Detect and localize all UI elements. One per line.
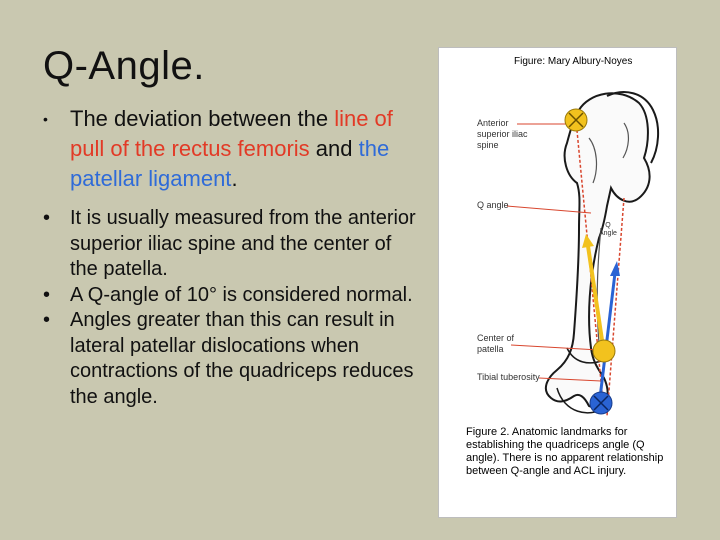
bullet-dot: • — [43, 207, 51, 229]
bullet-dot: • — [43, 111, 48, 127]
bullet-dot: • — [43, 309, 51, 331]
tibial-marker-cross — [593, 395, 609, 411]
bullet-text: A Q-angle of 10° is considered normal. — [70, 283, 413, 306]
center-label-line-1: Center of — [477, 333, 515, 343]
yellow-arrowhead — [582, 234, 594, 248]
bullet-text: It is usually measured from the anterior… — [70, 207, 416, 280]
patellar-ligament-text: the patellar ligament — [70, 136, 390, 191]
bullet-normal: • A Q-angle of 10° is considered normal. — [43, 283, 423, 309]
asis-marker-cross — [568, 112, 584, 128]
asis-label-line-1: Anterior — [477, 118, 509, 128]
center-leader-line — [510, 344, 600, 351]
figure-credit: Figure: Mary Albury-Noyes — [514, 56, 633, 67]
q-angle-small-label: Q Angle — [599, 222, 617, 238]
figure-caption: Figure 2. Anatomic landmarks for establi… — [466, 426, 664, 477]
bullet-dot: • — [43, 283, 51, 306]
q-angle-label: Q angle — [477, 200, 509, 210]
bullet-list: • The deviation between the line of pull… — [43, 104, 423, 410]
slide-title: Q-Angle. — [43, 44, 205, 88]
q-angle-figure: Figure: Mary Albury-Noyes Anterior super… — [438, 47, 677, 518]
center-label-line-2: patella — [477, 344, 504, 354]
femur-illustration — [506, 91, 659, 417]
bullet-text: Angles greater than this can result in l… — [70, 309, 414, 408]
bullet-dislocation: • Angles greater than this can result in… — [43, 308, 423, 410]
definition-text-3: . — [231, 166, 238, 191]
bullet-definition: • The deviation between the line of pull… — [43, 104, 423, 194]
asis-label: Anterior superior iliac spine — [477, 118, 528, 151]
asis-label-line-2: superior iliac — [477, 129, 528, 139]
patellar-axis-dashed-line — [606, 197, 625, 417]
q-small-line-2: Angle — [599, 230, 617, 237]
pelvis-outline — [606, 91, 659, 164]
center-patella-label: Center of patella — [477, 333, 514, 355]
femur-shading — [588, 122, 629, 344]
definition-text-1: The deviation between the — [70, 106, 335, 131]
blue-arrowhead — [610, 261, 620, 276]
tibial-leader-line — [538, 377, 602, 382]
rectus-femoris-line — [586, 245, 604, 341]
patellar-ligament-line — [598, 272, 617, 399]
tibial-tuberosity-label: Tibial tuberosity — [477, 372, 540, 382]
rectus-femoris-text: line of pull of the rectus femoris — [70, 106, 393, 161]
bullet-measurement: • It is usually measured from the anteri… — [43, 206, 423, 283]
asis-label-line-3: spine — [477, 140, 499, 150]
q-angle-leader-line — [506, 205, 592, 214]
definition-text-2: and — [309, 136, 359, 161]
q-small-line-1: Q — [605, 222, 611, 229]
patella-marker — [592, 339, 616, 363]
